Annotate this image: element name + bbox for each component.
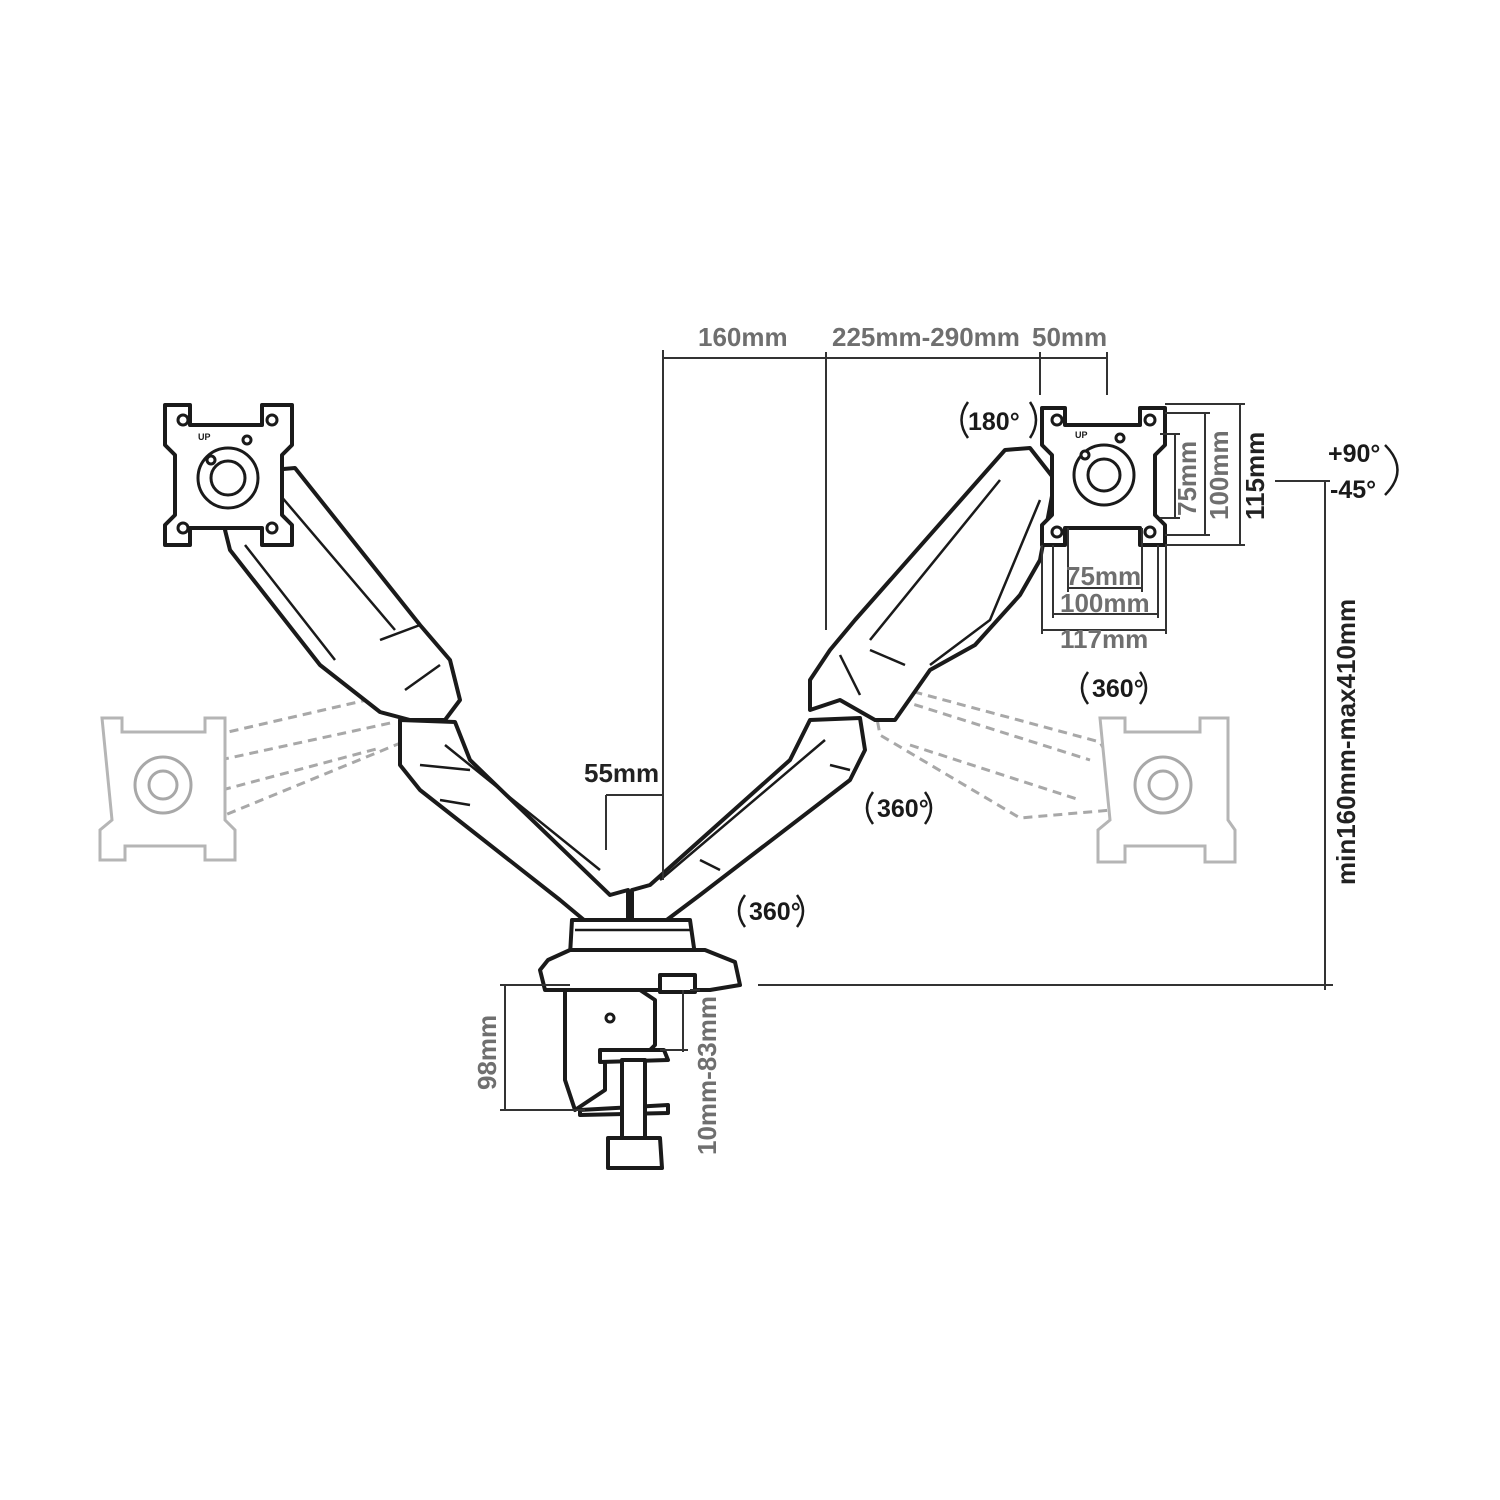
plate-width-label: 117mm (1060, 624, 1148, 654)
dimension-lines (500, 350, 1333, 1111)
rotate-head-label: 360° (1092, 675, 1144, 703)
right-lower-arm (630, 716, 867, 927)
dimension-labels: 160mm 225mm-290mm 50mm 55mm 75mm 100mm 1… (472, 322, 1361, 1155)
tilt-down-label: -45° (1330, 476, 1376, 504)
clamp-height-label: 98mm (472, 1015, 502, 1090)
left-lower-arm (398, 718, 630, 927)
rotate-arm-lower-label: 360° (749, 898, 801, 926)
right-vesa-plate: UP (1040, 406, 1167, 547)
desk-thickness-label: 10mm-83mm (692, 996, 722, 1155)
right-plate-up-label: UP (1075, 430, 1088, 440)
vesa-h-75-label: 75mm (1172, 441, 1202, 516)
right-upper-arm (808, 446, 1057, 722)
vesa-w-75-label: 75mm (1066, 561, 1141, 591)
ghost-left-arm (98, 688, 427, 862)
vesa-w-100-label: 100mm (1060, 588, 1150, 618)
tilt-up-label: +90° (1328, 440, 1380, 468)
rotate-arm-upper-label: 360° (877, 795, 929, 823)
ghost-right-arm (868, 677, 1237, 864)
swivel-head-label: 180° (968, 408, 1020, 436)
offset-label: 50mm (1032, 322, 1107, 352)
rotation-arrows (737, 401, 1399, 928)
reach-short-label: 160mm (698, 322, 788, 352)
plate-height-label: 115mm (1240, 432, 1270, 520)
rotation-labels: 180° +90° -45° 360° 360° 360° (749, 408, 1380, 926)
left-plate-up-label: UP (198, 432, 211, 442)
height-range-label: min160mm-max410mm (1331, 599, 1361, 885)
reach-long-label: 225mm-290mm (832, 322, 1020, 352)
pole-gap-label: 55mm (584, 758, 659, 788)
base-clamp (538, 918, 742, 1170)
vesa-h-100-label: 100mm (1204, 430, 1234, 520)
left-vesa-plate: UP (163, 403, 294, 547)
